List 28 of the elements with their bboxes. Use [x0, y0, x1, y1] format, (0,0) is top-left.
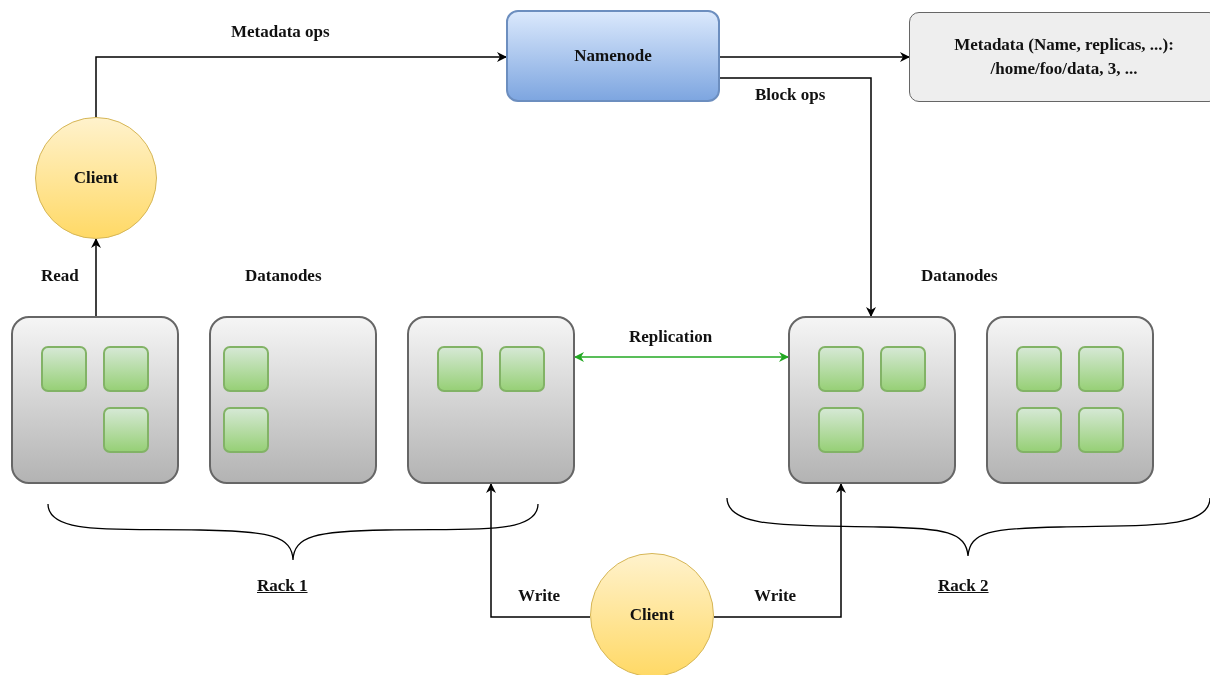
group-label: Datanodes	[921, 266, 998, 286]
edge-label: Write	[518, 586, 561, 606]
edge-label: Block ops	[755, 85, 826, 105]
rack-label: Rack 1	[257, 576, 308, 596]
namenode-box	[506, 10, 720, 102]
datanode-box	[788, 316, 956, 484]
node-label: Metadata (Name, replicas, ...): /home/foo/data, 3, ...	[953, 34, 1175, 80]
edge-label: Replication	[629, 327, 713, 347]
datanode-box	[407, 316, 575, 484]
node-label: Client	[72, 167, 120, 190]
arrow	[719, 52, 910, 62]
datanode-box	[209, 316, 377, 484]
arrow	[91, 238, 101, 317]
replication-arrow	[574, 352, 789, 362]
edge-label: Read	[41, 266, 79, 286]
arrow	[713, 483, 846, 618]
edge-label: Write	[754, 586, 797, 606]
arrow	[719, 77, 876, 317]
group-label: Datanodes	[245, 266, 322, 286]
arrow	[486, 483, 591, 618]
node-label: Namenode	[573, 45, 653, 68]
arrow	[95, 52, 507, 118]
edge-label: Metadata ops	[231, 22, 330, 42]
node-label: Client	[628, 604, 676, 627]
metadata-box	[909, 12, 1210, 102]
rack-label: Rack 2	[938, 576, 989, 596]
datanode-box	[11, 316, 179, 484]
datanode-box	[986, 316, 1154, 484]
